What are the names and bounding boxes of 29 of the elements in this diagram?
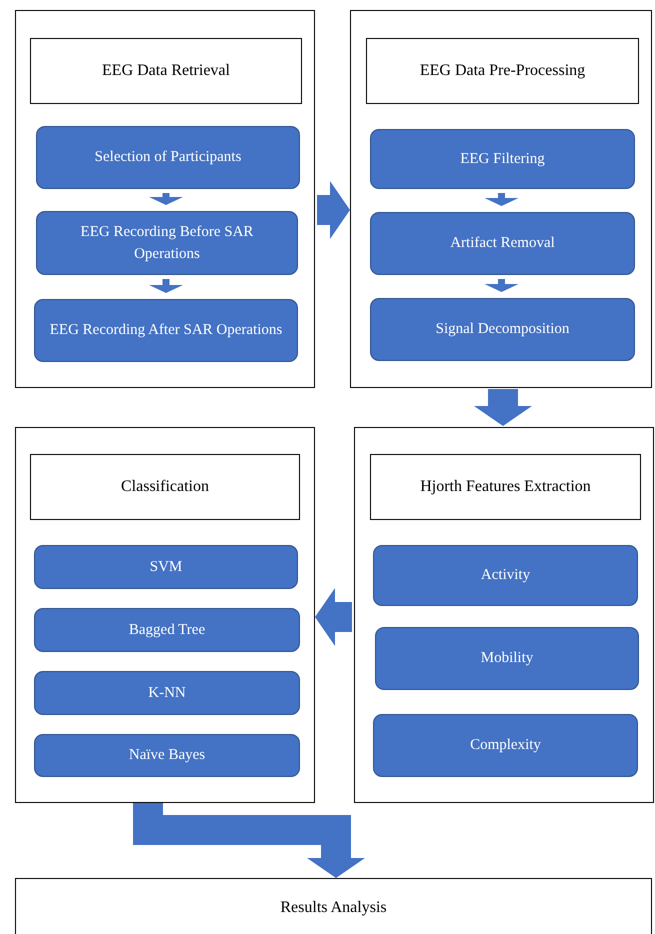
- process-box: Artifact Removal: [370, 212, 635, 275]
- stage-title-box: EEG Data Retrieval: [30, 38, 302, 104]
- process-box: Mobility: [375, 627, 639, 690]
- process-box: Selection of Participants: [36, 126, 300, 189]
- process-box: Bagged Tree: [34, 608, 300, 652]
- stage-panel: [354, 427, 654, 803]
- block-arrow: [484, 193, 518, 206]
- block-arrow: [474, 389, 532, 426]
- block-arrow: [317, 181, 350, 239]
- process-box: K-NN: [34, 671, 300, 715]
- process-box: Complexity: [373, 714, 638, 777]
- block-arrow: [149, 193, 183, 205]
- process-box: Activity: [373, 545, 638, 606]
- stage-title-box: Classification: [30, 454, 300, 520]
- process-box: EEG Recording After SAR Operations: [34, 299, 298, 362]
- stage-title-box: EEG Data Pre-Processing: [366, 38, 639, 104]
- stage-title-box: Hjorth Features Extraction: [370, 454, 641, 520]
- stage-panel: [15, 10, 315, 388]
- block-arrow: [149, 279, 183, 293]
- process-box: EEG Recording Before SAR Operations: [36, 211, 298, 275]
- result-box: Results Analysis: [15, 878, 652, 934]
- process-box: SVM: [34, 545, 298, 589]
- process-box: EEG Filtering: [370, 129, 635, 189]
- process-box: Naïve Bayes: [34, 734, 300, 777]
- stage-panel: [350, 10, 652, 388]
- process-box: Signal Decomposition: [370, 298, 635, 361]
- block-arrow: [484, 279, 518, 292]
- stage-panel: [15, 427, 315, 803]
- block-arrow: [315, 588, 352, 646]
